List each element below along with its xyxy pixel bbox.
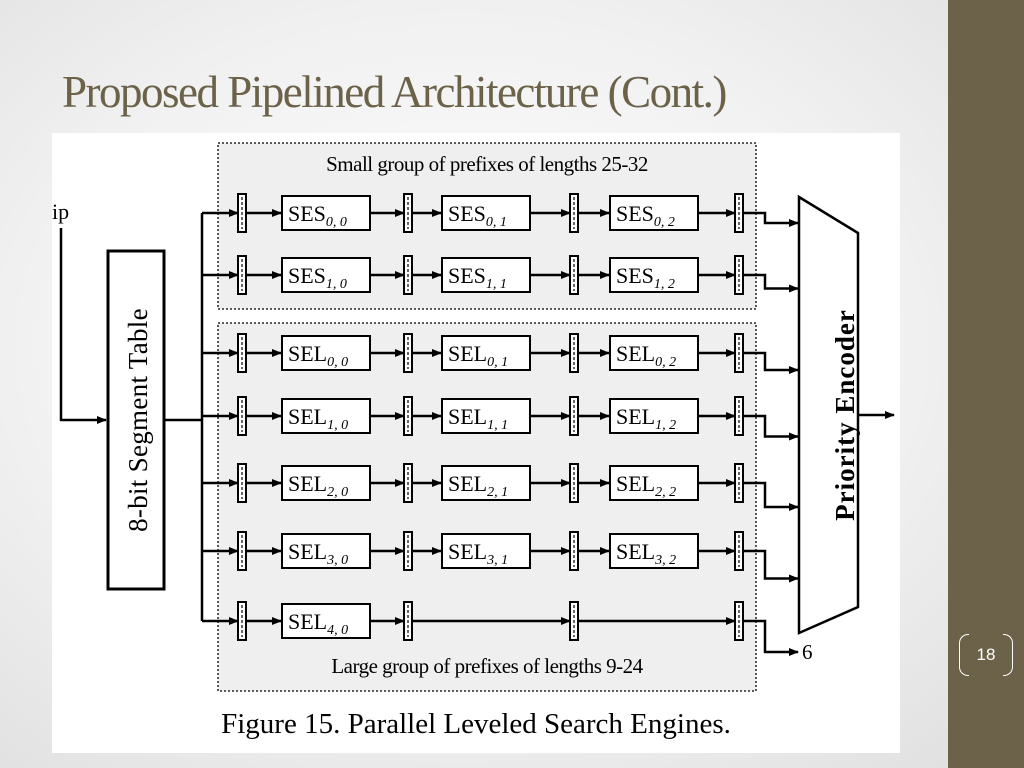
page-number: 18 — [976, 645, 996, 664]
ip-input-line — [59, 228, 107, 424]
encoder-input-line — [743, 211, 799, 227]
search-engine-stage-label: SEL1, 1 — [448, 404, 508, 433]
search-engine-stage-box — [281, 257, 371, 293]
search-engine-stage-label: SEL3, 1 — [448, 539, 508, 568]
segment-table-box — [106, 249, 166, 591]
search-engine-stage-label: SEL2, 2 — [616, 471, 676, 500]
search-engine-stage-label: SEL2, 1 — [448, 471, 508, 500]
search-engine-stage-box — [609, 257, 699, 293]
search-engine-stage-box — [281, 398, 371, 434]
search-engine-stage-label: SES1, 0 — [288, 263, 347, 292]
search-engine-stage-box — [609, 533, 699, 569]
search-engine-stage-box — [441, 533, 531, 569]
search-engine-stage-label: SEL0, 2 — [616, 341, 676, 370]
encoder-input-line — [743, 481, 799, 511]
search-engine-stage-label: SEL2, 0 — [288, 471, 348, 500]
search-engine-stage-box — [441, 465, 531, 501]
architecture-diagram: Small group of prefixes of lengths 25-32… — [52, 142, 895, 692]
search-engine-stage-box — [609, 465, 699, 501]
large-group-label: Large group of prefixes of lengths 9-24 — [331, 654, 643, 678]
encoder-port-label: 6 — [802, 640, 813, 664]
search-engine-stage-label: SES1, 2 — [616, 263, 675, 292]
encoder-input-line — [743, 351, 799, 374]
priority-encoder-shape — [797, 194, 860, 635]
search-engine-stage-box — [441, 195, 531, 231]
search-engine-stage-box — [609, 398, 699, 434]
search-engine-stage-label: SEL3, 0 — [288, 539, 348, 568]
small-group-label: Small group of prefixes of lengths 25-32 — [326, 152, 648, 176]
search-engine-stage-label: SES0, 2 — [616, 201, 675, 230]
priority-encoder-label: Priority Encoder — [830, 309, 860, 521]
search-engine-stage-box — [281, 603, 371, 639]
search-engine-stage-box — [281, 465, 371, 501]
search-engine-stage-label: SEL4, 0 — [288, 609, 348, 638]
search-engine-stage-label: SES0, 0 — [288, 201, 347, 230]
search-engine-stage-box — [281, 195, 371, 231]
search-engine-stage-box — [609, 195, 699, 231]
figure-panel: Small group of prefixes of lengths 25-32… — [52, 133, 900, 753]
page-number-badge: 18 — [959, 632, 1013, 678]
search-engine-stage-label: SES1, 1 — [448, 263, 507, 292]
encoder-input-line — [743, 549, 799, 583]
search-engine-stage-label: SEL0, 1 — [448, 341, 508, 370]
distribution-bus — [164, 213, 204, 621]
search-engine-stage-label: SES0, 1 — [448, 201, 507, 230]
search-engine-stage-label: SEL0, 0 — [288, 341, 348, 370]
encoder-input-line — [743, 273, 799, 293]
figure-caption: Figure 15. Parallel Leveled Search Engin… — [221, 708, 731, 740]
encoder-input-line — [743, 619, 799, 656]
slide-title: Proposed Pipelined Architecture (Cont.) — [62, 67, 727, 117]
search-engine-stage-label: SEL3, 2 — [616, 539, 676, 568]
search-engine-stage-label: SEL1, 2 — [616, 404, 676, 433]
segment-table-label: 8-bit Segment Table — [123, 308, 153, 532]
ip-input-label: ip — [52, 199, 69, 224]
search-engine-stage-label: SEL1, 0 — [288, 404, 348, 433]
encoder-input-line — [743, 414, 799, 441]
